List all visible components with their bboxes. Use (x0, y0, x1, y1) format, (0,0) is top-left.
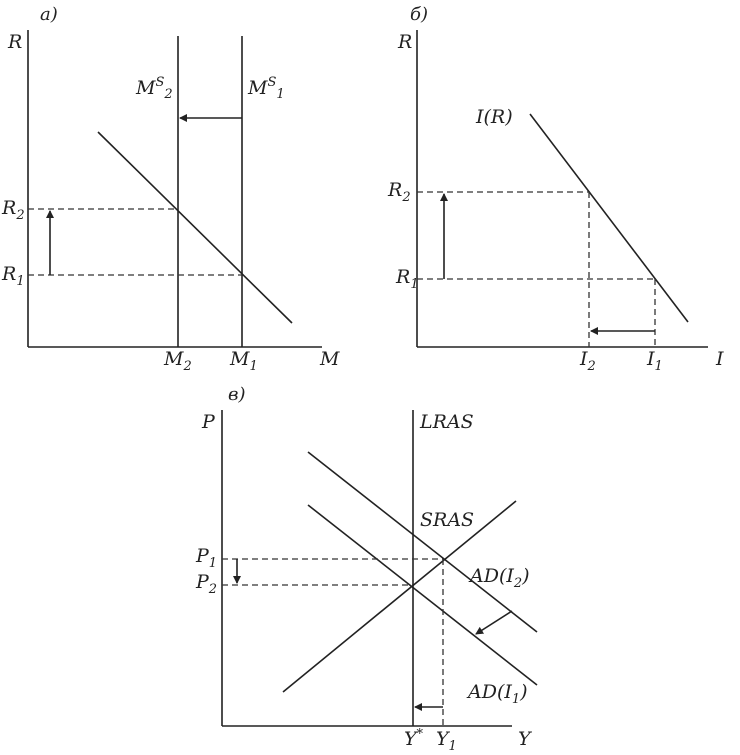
ad-shift-arrow (475, 610, 513, 635)
ad-i2-line (307, 451, 538, 633)
panel-c-ad-as: в) P Y LRAS SRAS AD(I2) AD(I1) P1 P2 Y* … (195, 384, 538, 754)
m1-label: M1 (229, 348, 258, 374)
panel-a-y-axis-label: R (7, 31, 22, 53)
investment-curve (529, 113, 689, 323)
investment-curve-label: I(R) (475, 106, 513, 128)
panel-c-x-axis-label: Y (518, 728, 533, 750)
p2-label: P2 (195, 571, 217, 597)
p1-label: P1 (195, 545, 217, 571)
money-demand-line (97, 131, 293, 324)
r2-label: R2 (1, 197, 25, 223)
sras-line (282, 500, 517, 693)
lras-label: LRAS (419, 411, 474, 433)
y-star-label: Y* (404, 727, 424, 750)
r2-label-b: R2 (387, 179, 411, 205)
ms2-label: MS2 (135, 75, 173, 102)
i1-label: I1 (646, 348, 663, 374)
y1-label: Y1 (436, 728, 457, 754)
panel-a-money-market: а) R M MS2 MS1 R2 R1 M2 M1 (1, 4, 340, 374)
panel-c-tag: в) (228, 384, 246, 405)
ad-i2-label: AD(I2) (468, 565, 530, 591)
ad-i1-label: AD(I1) (466, 681, 528, 707)
panel-a-tag: а) (40, 4, 58, 25)
panel-b-tag: б) (410, 4, 428, 25)
ad-i1-line (307, 504, 538, 686)
panel-b-y-axis-label: R (397, 31, 412, 53)
r1-label: R1 (1, 263, 25, 289)
i2-label: I2 (579, 348, 596, 374)
ms1-label: MS1 (247, 75, 285, 102)
panel-c-y-axis-label: P (201, 411, 216, 433)
r1-label-b: R1 (395, 266, 419, 292)
m2-label: M2 (163, 348, 192, 374)
panel-a-x-axis-label: M (319, 348, 340, 370)
panel-b-investment: б) R I I(R) R2 R1 I2 I1 (387, 4, 724, 374)
panel-b-x-axis-label: I (715, 348, 724, 370)
sras-label: SRAS (420, 509, 474, 531)
